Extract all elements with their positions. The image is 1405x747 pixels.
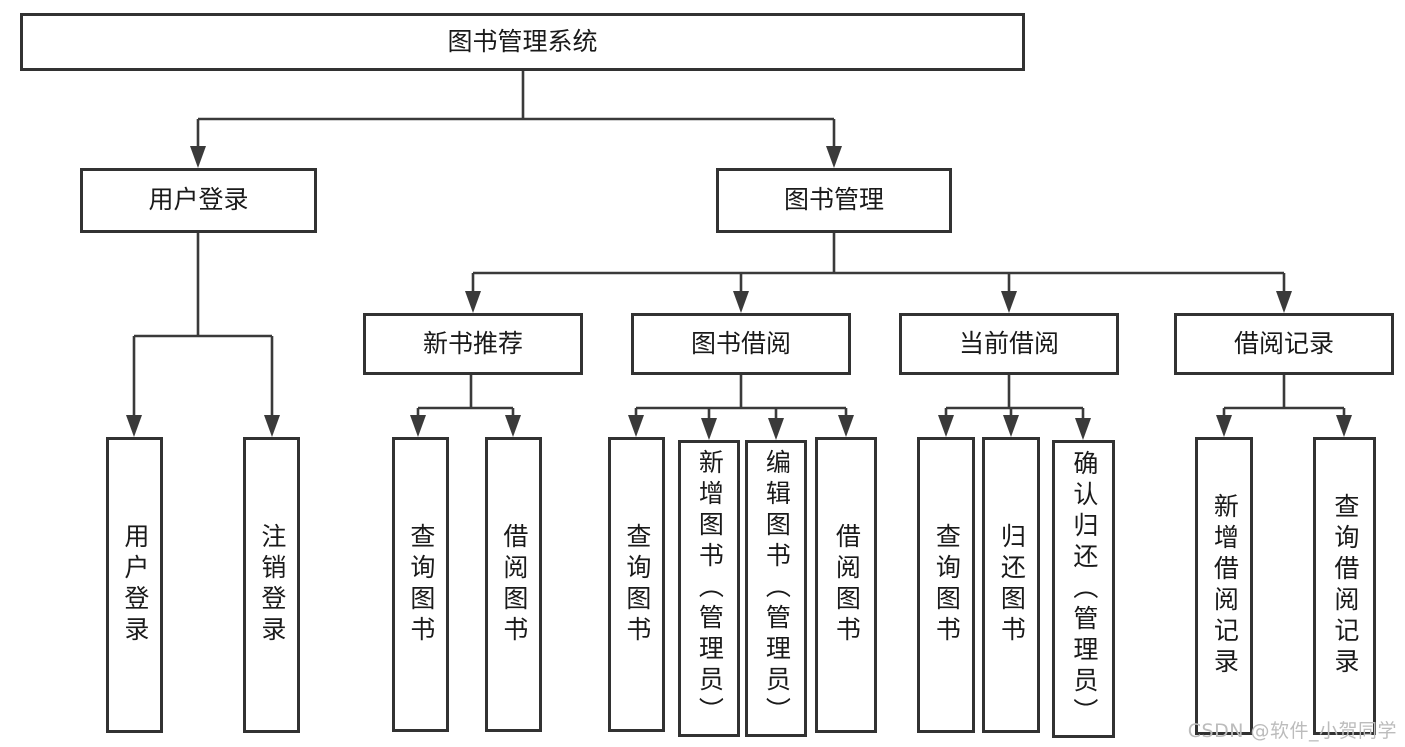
leaf-recommend-borrow-books: 借阅图书: [485, 437, 542, 732]
edges-borrow-records-children: [1216, 375, 1352, 437]
edges-book-mgmt-to-level3: [465, 233, 1292, 313]
leaf-current-confirm-return-admin: 确认归还（管理员）: [1052, 440, 1115, 738]
node-library-system: 图书管理系统: [20, 13, 1025, 71]
leaf-current-query-books: 查询图书: [917, 437, 975, 733]
edges-new-book-recommend-children: [410, 375, 521, 437]
leaf-user-login: 用户登录: [106, 437, 163, 733]
leaf-current-return-books: 归还图书: [982, 437, 1040, 733]
leaf-recommend-query-books: 查询图书: [392, 437, 449, 732]
leaf-logout: 注销登录: [243, 437, 300, 733]
node-current-borrow: 当前借阅: [899, 313, 1119, 375]
edges-current-borrow-children: [938, 375, 1091, 440]
leaf-borrow-query-books: 查询图书: [608, 437, 665, 732]
edges-root-to-level2: [190, 71, 842, 168]
edges-user-login-children: [126, 233, 280, 437]
leaf-borrow-edit-books-admin: 编辑图书（管理员）: [745, 440, 807, 737]
leaf-borrow-add-books-admin: 新增图书（管理员）: [678, 440, 740, 737]
leaf-records-query-record: 查询借阅记录: [1313, 437, 1376, 735]
node-book-borrow: 图书借阅: [631, 313, 851, 375]
leaf-borrow-borrow-books: 借阅图书: [815, 437, 877, 733]
node-book-management: 图书管理: [716, 168, 952, 233]
edges-book-borrow-children: [628, 375, 854, 440]
node-borrow-records: 借阅记录: [1174, 313, 1394, 375]
watermark-text: CSDN @软件_小贺同学: [1187, 720, 1397, 742]
leaf-records-add-record: 新增借阅记录: [1195, 437, 1253, 735]
node-new-book-recommend: 新书推荐: [363, 313, 583, 375]
node-user-login: 用户登录: [80, 168, 317, 233]
